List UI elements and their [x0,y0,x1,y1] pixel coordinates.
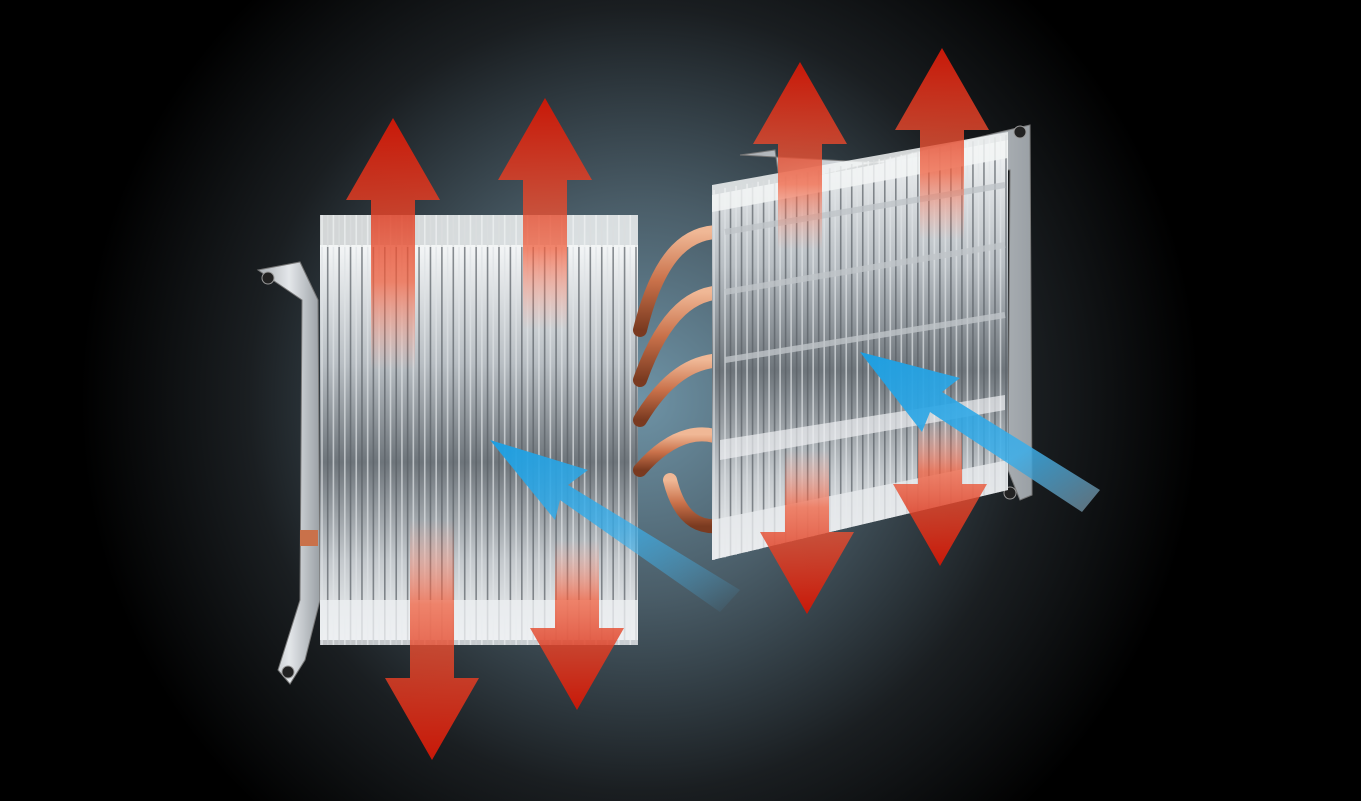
exhaust-arrow-up [498,98,592,330]
right-heatsink [712,124,1033,560]
exhaust-arrow-down [530,540,624,710]
exhaust-arrow-up [346,118,440,370]
exhaust-arrow-down [893,420,987,566]
left-frame-hole-top [261,271,275,285]
exhaust-arrows [346,48,989,760]
intake-arrows [490,352,1100,612]
right-frame-hole-top [1013,125,1027,139]
intake-arrow-left [490,440,740,612]
left-frame-hole-bottom [281,665,295,679]
left-top-edge [320,215,638,247]
exhaust-arrow-up [753,62,847,250]
left-frame-bracket [256,261,321,685]
exhaust-arrow-down [385,520,479,760]
left-copper-tab [300,530,318,546]
exhaust-arrow-up [895,48,989,240]
intake-arrow-right [860,352,1100,512]
exhaust-arrow-down [760,450,854,614]
